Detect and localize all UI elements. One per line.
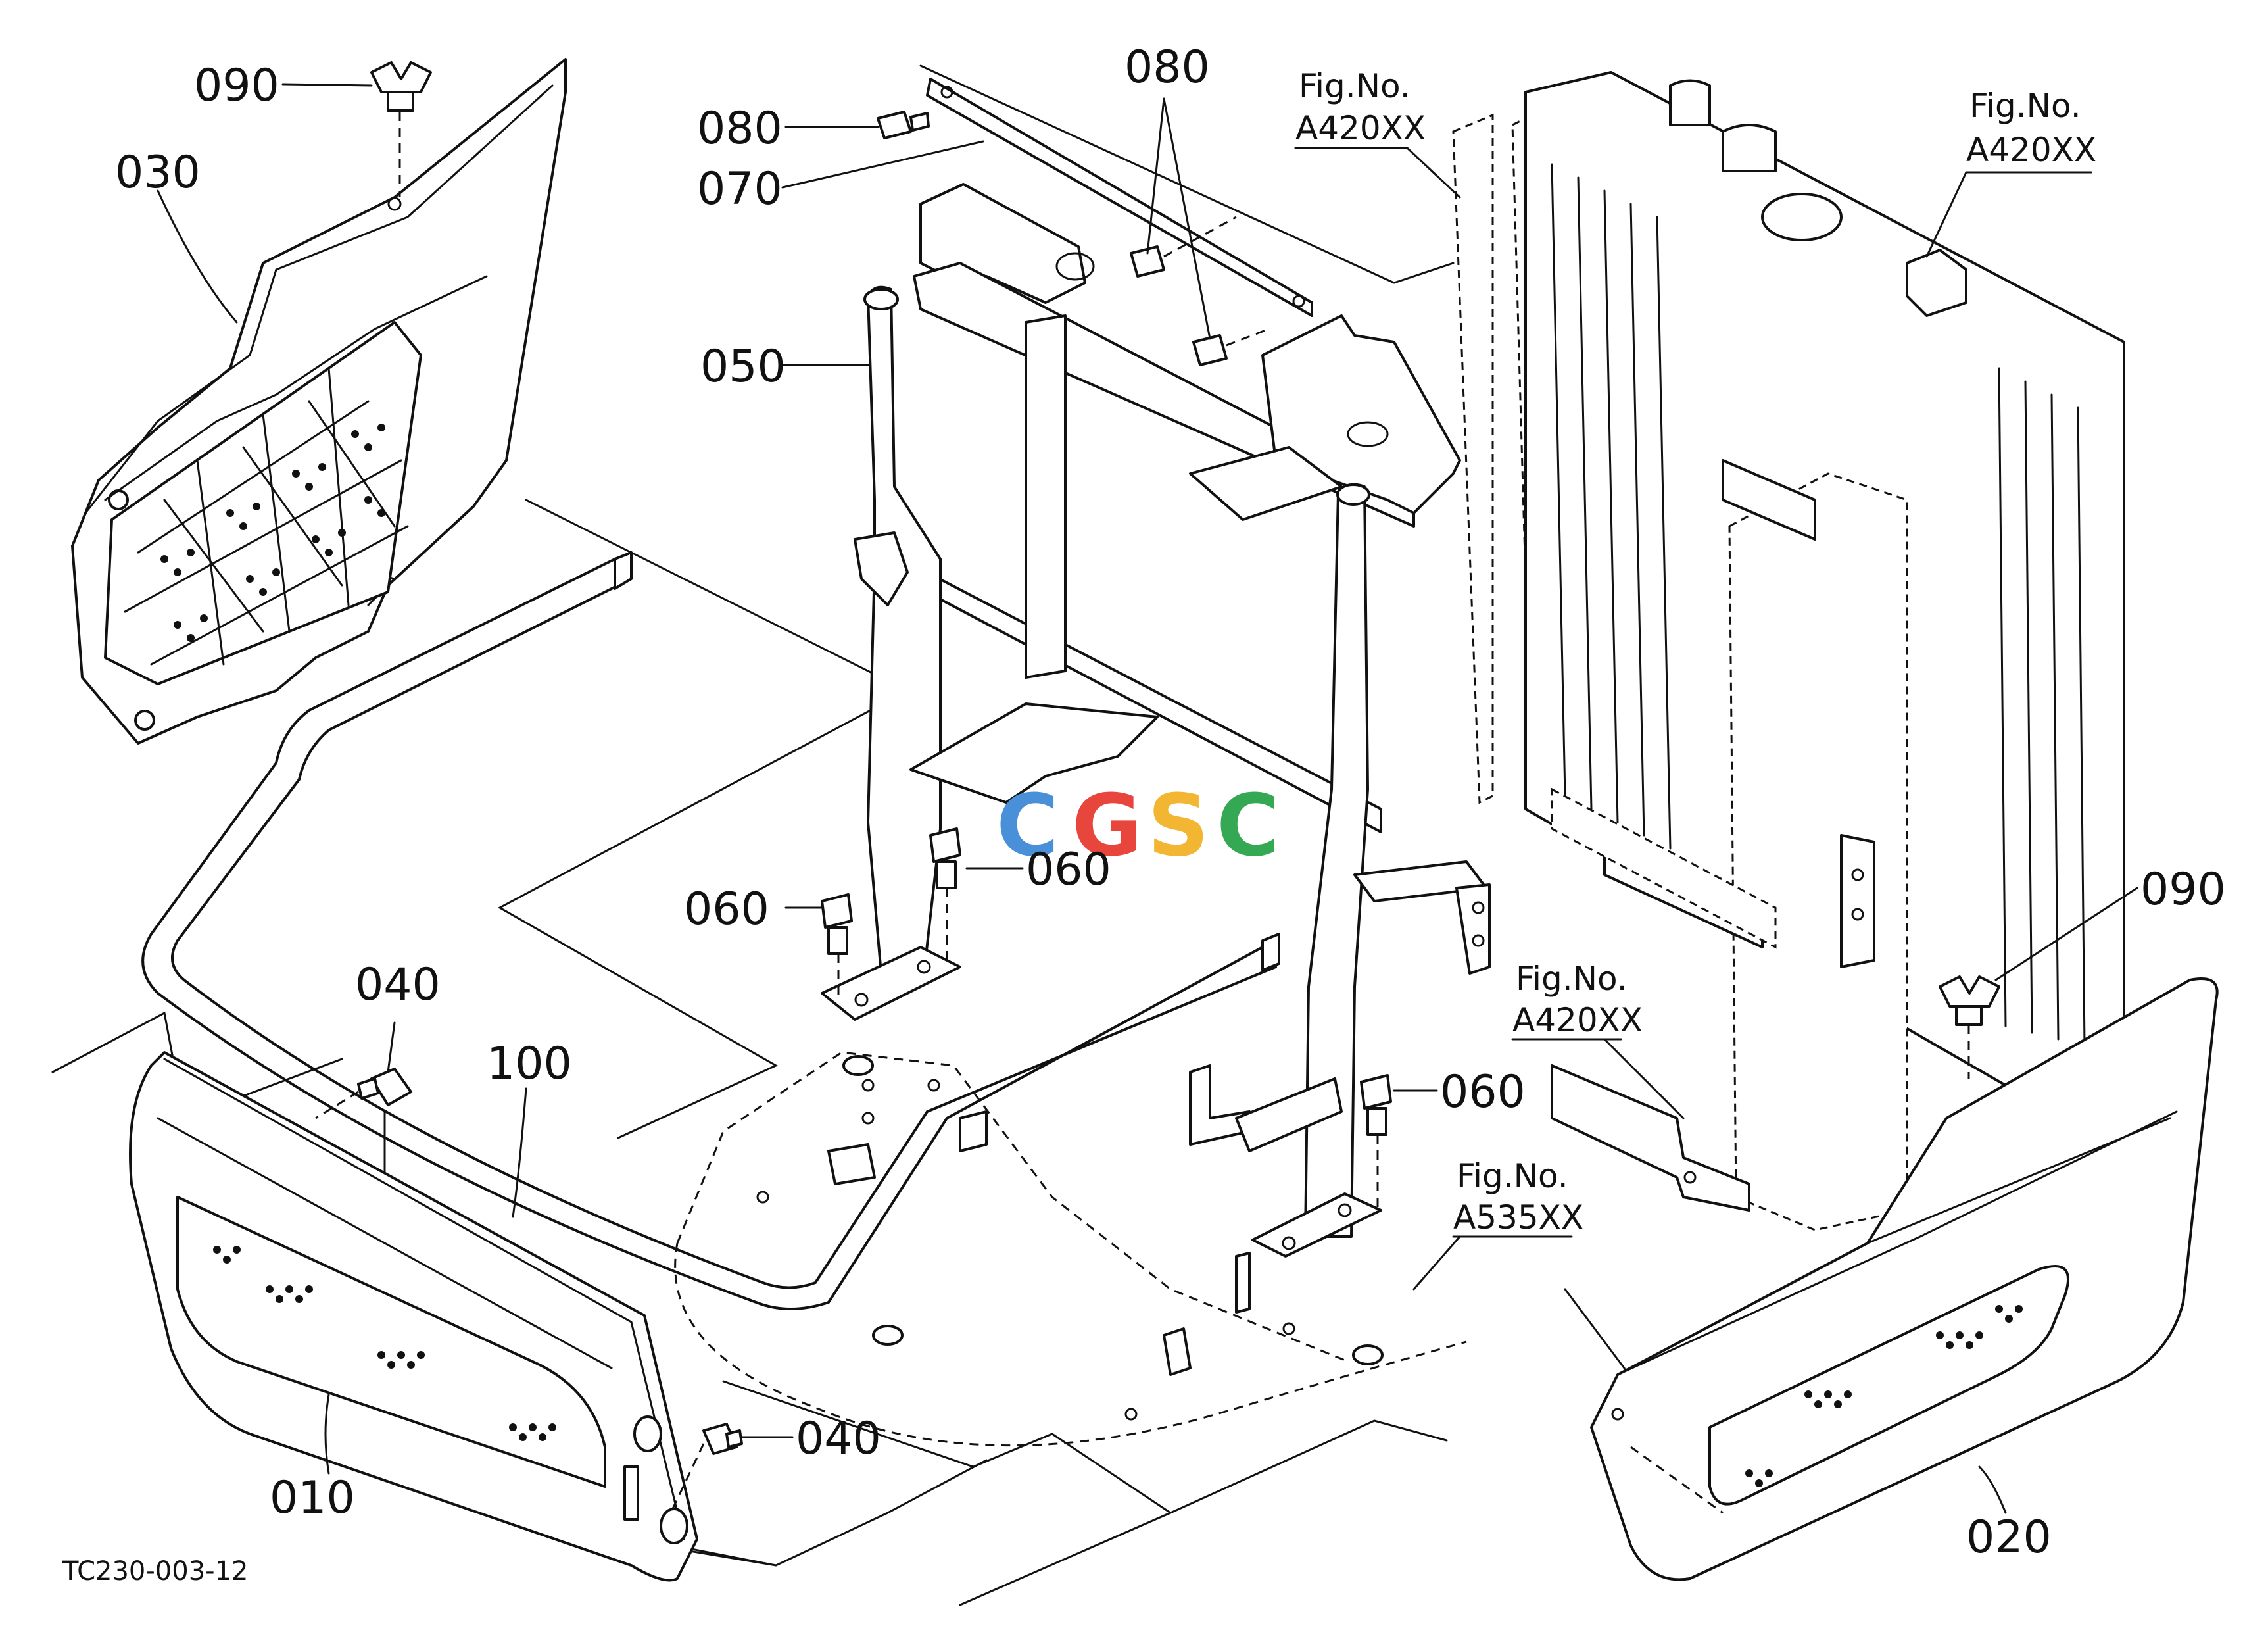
part-010-front-cover — [129, 1051, 698, 1582]
fig-ref-3-number: A420XX — [1512, 1001, 1643, 1039]
callout-020: 020 — [1966, 1512, 2052, 1563]
fig-ref-2-label: Fig.No. — [1969, 87, 2081, 125]
watermark: C G S C — [996, 775, 1279, 875]
part-050-frame — [821, 183, 1491, 1258]
callout-050: 050 — [700, 341, 786, 393]
bolt-080-mid2 — [1192, 328, 1270, 366]
watermark-letter-1: C — [996, 775, 1059, 875]
bolt-040-lower — [669, 1423, 743, 1513]
radiator-reference — [1452, 71, 2125, 1231]
part-100-frame-bar — [141, 551, 1280, 1310]
callout-060-right: 060 — [1440, 1066, 1526, 1118]
bolt-060-b — [929, 827, 961, 967]
diagram-code: TC230-003-12 — [62, 1556, 248, 1586]
fig-ref-4-label: Fig.No. — [1457, 1157, 1568, 1195]
callout-numbers: 090 030 080 070 080 050 060 060 060 040 … — [115, 41, 2226, 1563]
callout-060-mid: 060 — [1026, 844, 1111, 896]
part-030-side-cover — [71, 58, 567, 745]
callout-100: 100 — [487, 1038, 572, 1090]
callout-040-upper: 040 — [355, 959, 441, 1011]
floor-fittings — [756, 1055, 1384, 1421]
bolt-060-c — [1360, 1074, 1392, 1210]
part-070-stay-bar — [926, 78, 1313, 317]
callout-010: 010 — [270, 1472, 355, 1524]
callout-070: 070 — [697, 163, 783, 215]
wing-nut-090-right — [1939, 975, 2000, 1079]
callout-090-top: 090 — [194, 60, 279, 112]
fig-ref-2-number: A420XX — [1966, 131, 2096, 169]
part-020-right-cover — [1590, 977, 2219, 1581]
bolt-060-a — [821, 893, 853, 1000]
bolt-080-left — [877, 111, 930, 139]
watermark-letter-2: G — [1072, 775, 1142, 875]
watermark-letter-3: S — [1147, 775, 1209, 875]
watermark-letter-4: C — [1217, 775, 1279, 875]
callout-090-right: 090 — [2140, 864, 2226, 916]
fig-ref-1-number: A420XX — [1295, 109, 1426, 147]
callout-040-lower: 040 — [796, 1413, 881, 1465]
leader-lines — [157, 83, 2138, 1514]
callout-080-top: 080 — [1124, 41, 1210, 93]
bolt-040-upper — [315, 1068, 412, 1119]
fig-ref-3-label: Fig.No. — [1516, 960, 1628, 998]
wing-nut-090-top — [370, 61, 432, 197]
fig-ref-4-number: A535XX — [1453, 1198, 1583, 1237]
callout-030: 030 — [115, 147, 201, 199]
figure-references: Fig.No. A420XX Fig.No. A420XX Fig.No. A4… — [1295, 67, 2096, 1237]
lower-bracket-reference — [1551, 1064, 1750, 1212]
callout-060-left: 060 — [684, 883, 769, 935]
callout-080-left: 080 — [697, 103, 783, 155]
fig-ref-1-label: Fig.No. — [1299, 67, 1411, 105]
